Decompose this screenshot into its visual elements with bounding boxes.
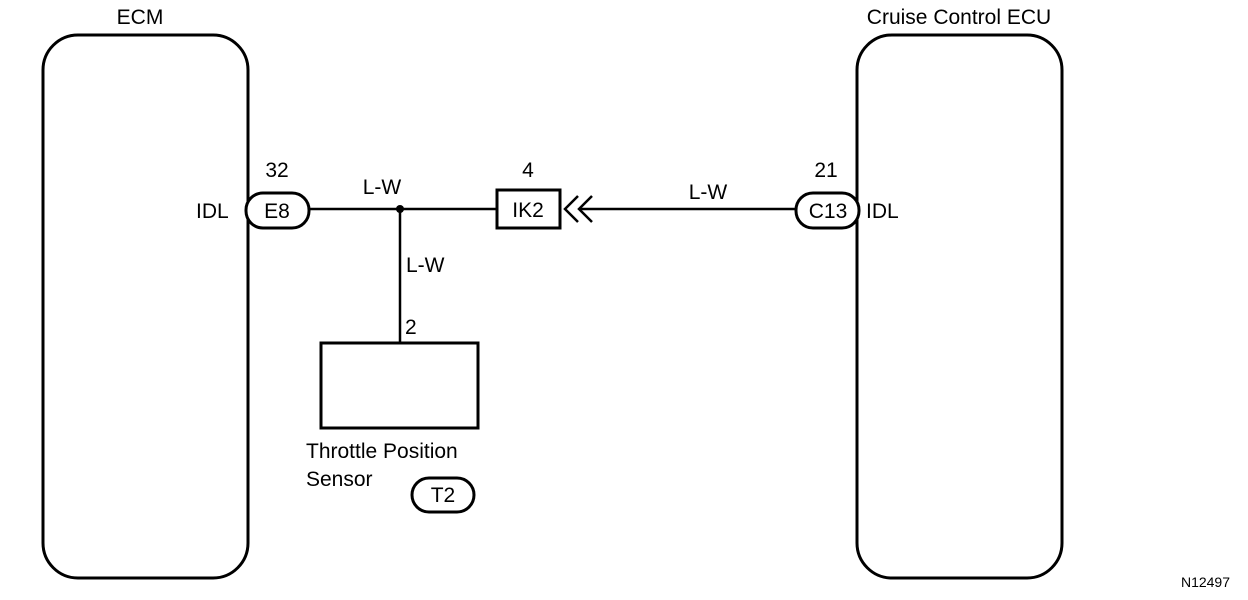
sensor-pin-number: 2 <box>405 316 417 339</box>
cruise-ecu-connector <box>794 191 861 230</box>
sensor-title-line1: Throttle Position <box>306 440 458 463</box>
sensor-connector <box>410 476 476 514</box>
sensor-connector-label: T2 <box>431 484 456 507</box>
junction-connector <box>495 188 562 230</box>
sensor-block <box>319 341 480 430</box>
ecm-connector-label: E8 <box>264 200 290 223</box>
ecm-title: ECM <box>117 6 164 29</box>
cruise-ecu-pin-label: IDL <box>866 200 899 223</box>
cruise-ecu-connector-label: C13 <box>809 200 848 223</box>
ecm-pin-number: 32 <box>265 159 288 182</box>
junction-pin-number: 4 <box>522 159 534 182</box>
wire-label-drop-to-sensor: L-W <box>406 254 445 277</box>
junction-connector-label: IK2 <box>512 199 544 222</box>
figure-id: N12497 <box>1181 574 1230 590</box>
sensor-title-line2: Sensor <box>306 468 373 491</box>
cruise-ecu-pin-number: 21 <box>814 159 837 182</box>
cruise-ecu-title: Cruise Control ECU <box>867 6 1051 29</box>
connector-chevron-icon <box>563 195 593 223</box>
ecm-connector <box>244 191 311 230</box>
ecm-block <box>41 33 250 580</box>
ecm-pin-label: IDL <box>196 200 229 223</box>
cruise-ecu-block <box>855 33 1064 580</box>
wire-label-ecm-to-junction: L-W <box>363 176 402 199</box>
wire-label-junction-to-cruise: L-W <box>689 181 728 204</box>
